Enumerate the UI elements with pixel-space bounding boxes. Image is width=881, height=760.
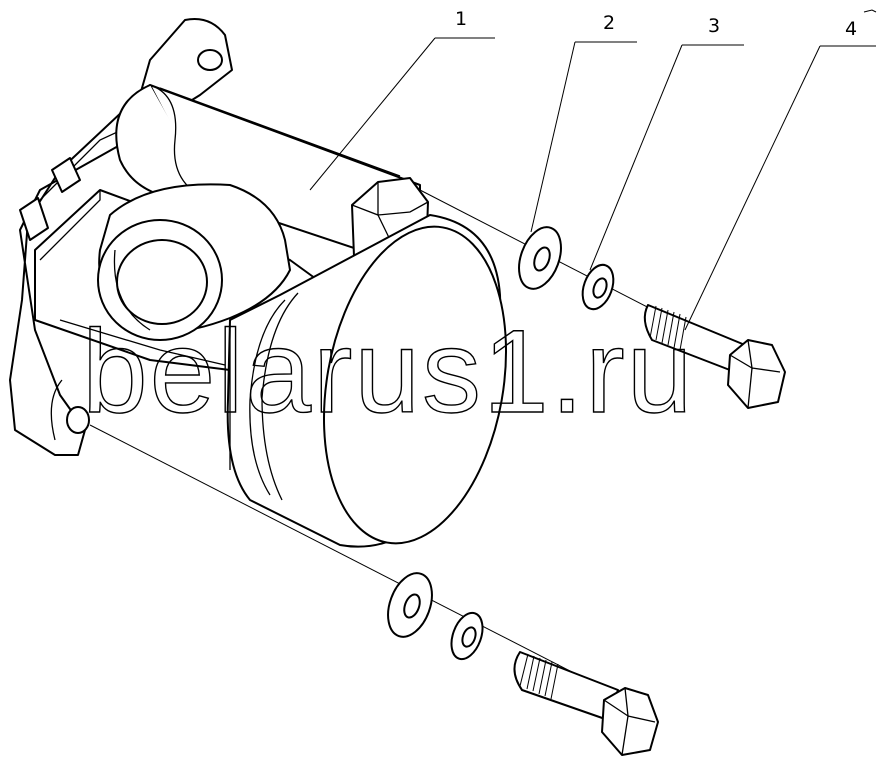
lower-fastener-stack	[387, 572, 659, 756]
callout-label: 3	[708, 15, 720, 37]
stud-left-lower	[19, 197, 49, 241]
bolt-lower	[513, 651, 659, 756]
watermark-text: belarus1.ru	[82, 306, 694, 438]
part-1-valve-housing	[9, 18, 508, 548]
callout-1: 1	[309, 8, 495, 191]
drum-end-face	[322, 225, 508, 545]
upper-fastener-stack	[518, 226, 786, 409]
callout-label: 2	[603, 12, 615, 34]
callout-label: 4	[845, 18, 857, 40]
bolt-upper	[643, 304, 786, 409]
stud-left-upper	[51, 157, 81, 193]
flange-hole-bottom	[66, 406, 90, 434]
callout-3: 3	[589, 15, 744, 271]
callout-2: 2	[530, 12, 637, 233]
flange-hole-top	[197, 49, 223, 71]
corner-mark	[863, 9, 877, 13]
callout-label: 1	[455, 8, 467, 30]
callout-4: 4	[684, 18, 876, 331]
